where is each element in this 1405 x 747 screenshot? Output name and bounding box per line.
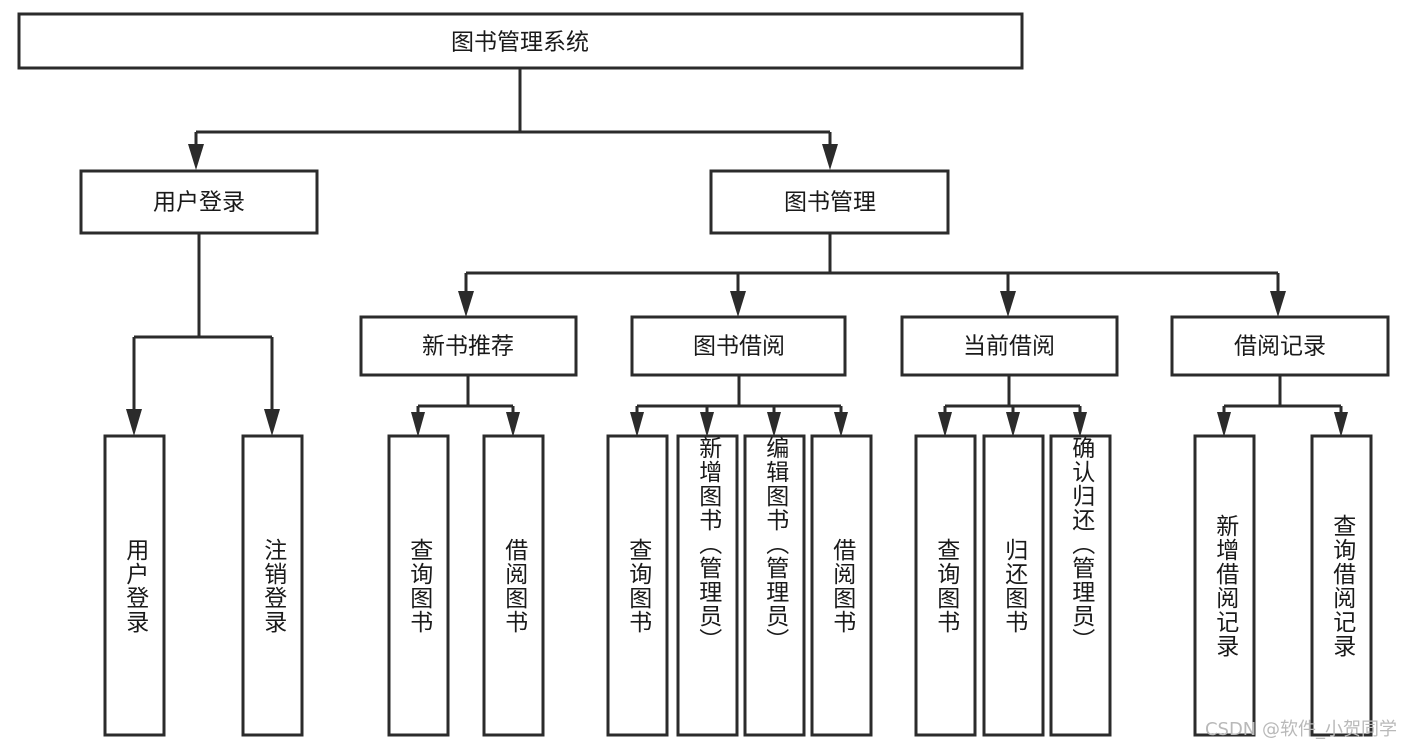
node-root-box[interactable] — [17, 12, 1024, 70]
arrow-to-book-borrow-icon — [730, 291, 746, 317]
leaf-group-user-login — [103, 434, 304, 737]
node-book-borrow-label: 图书借阅 — [693, 334, 785, 360]
node-new-book-recommend-box[interactable] — [359, 315, 578, 377]
leaf-group-new-book-recommend — [387, 434, 545, 737]
edge-group-user-login-to-leaves — [126, 233, 280, 436]
arrow-to-new-book-icon — [458, 291, 474, 317]
arrow-book-borrow-leaf-1-icon — [630, 412, 644, 437]
arrow-current-borrow-leaf-3-icon — [1073, 412, 1087, 437]
arrow-book-borrow-leaf-2-icon — [700, 412, 714, 437]
leaf-box-current-borrow-3[interactable] — [1049, 434, 1112, 737]
leaf-box-book-borrow-3[interactable] — [743, 434, 806, 737]
node-user-login-label: 用户登录 — [153, 190, 245, 216]
node-current-borrow[interactable]: 当前借阅 — [900, 315, 1119, 377]
arrow-new-book-leaf-2-icon — [506, 412, 520, 437]
arrow-borrow-record-leaf-2-icon — [1334, 412, 1348, 437]
node-book-borrow-box[interactable] — [630, 315, 847, 377]
edge-group-book-mgmt-to-level3 — [458, 233, 1286, 317]
arrow-new-book-leaf-1-icon — [411, 412, 425, 437]
leaf-box-new-book-1[interactable] — [387, 434, 450, 737]
leaf-box-new-book-2[interactable] — [482, 434, 545, 737]
node-current-borrow-box[interactable] — [900, 315, 1119, 377]
node-root[interactable]: 图书管理系统 — [17, 12, 1024, 70]
leaf-box-current-borrow-1[interactable] — [914, 434, 977, 737]
node-new-book-recommend-label: 新书推荐 — [422, 334, 514, 360]
leaf-group-current-borrow — [914, 434, 1112, 737]
arrow-to-book-mgmt-icon — [822, 144, 838, 170]
edge-group-root-to-level2 — [188, 68, 838, 170]
node-book-management[interactable]: 图书管理 — [709, 169, 950, 235]
arrow-current-borrow-leaf-1-icon — [938, 412, 952, 437]
leaf-group-borrow-record — [1193, 434, 1373, 737]
node-root-label: 图书管理系统 — [451, 30, 589, 56]
node-new-book-recommend[interactable]: 新书推荐 — [359, 315, 578, 377]
node-book-management-label: 图书管理 — [784, 190, 876, 216]
arrow-book-borrow-leaf-3-icon — [767, 412, 781, 437]
node-book-management-box[interactable] — [709, 169, 950, 235]
arrow-current-borrow-leaf-2-icon — [1006, 412, 1020, 437]
leaf-box-user-login-2[interactable] — [241, 434, 304, 737]
node-borrow-record-box[interactable] — [1170, 315, 1390, 377]
arrow-book-borrow-leaf-4-icon — [834, 412, 848, 437]
edge-group-new-book-to-leaves — [411, 375, 520, 437]
node-borrow-record[interactable]: 借阅记录 — [1170, 315, 1390, 377]
node-book-borrow[interactable]: 图书借阅 — [630, 315, 847, 377]
leaf-box-borrow-record-1[interactable] — [1193, 434, 1256, 737]
arrow-to-current-borrow-icon — [1000, 291, 1016, 317]
leaf-box-current-borrow-2[interactable] — [982, 434, 1045, 737]
arrow-borrow-record-leaf-1-icon — [1217, 412, 1231, 437]
csdn-watermark: CSDN @软件_小贺同学 — [1204, 719, 1397, 740]
leaf-box-borrow-record-2[interactable] — [1310, 434, 1373, 737]
node-borrow-record-label: 借阅记录 — [1234, 334, 1326, 360]
leaf-box-book-borrow-1[interactable] — [606, 434, 669, 737]
node-user-login[interactable]: 用户登录 — [79, 169, 319, 235]
edge-group-book-borrow-to-leaves — [630, 375, 848, 437]
leaf-box-book-borrow-2[interactable] — [676, 434, 739, 737]
edge-group-borrow-record-to-leaves — [1217, 375, 1348, 437]
edge-group-current-borrow-to-leaves — [938, 375, 1087, 437]
leaf-group-book-borrow — [606, 434, 873, 737]
arrow-user-login-leaf-1-icon — [126, 409, 142, 436]
leaf-box-user-login-1[interactable] — [103, 434, 166, 737]
arrow-to-user-login-icon — [188, 144, 204, 170]
node-user-login-box[interactable] — [79, 169, 319, 235]
leaf-box-book-borrow-4[interactable] — [810, 434, 873, 737]
node-current-borrow-label: 当前借阅 — [963, 334, 1055, 360]
arrow-to-borrow-record-icon — [1270, 291, 1286, 317]
arrow-user-login-leaf-2-icon — [264, 409, 280, 436]
